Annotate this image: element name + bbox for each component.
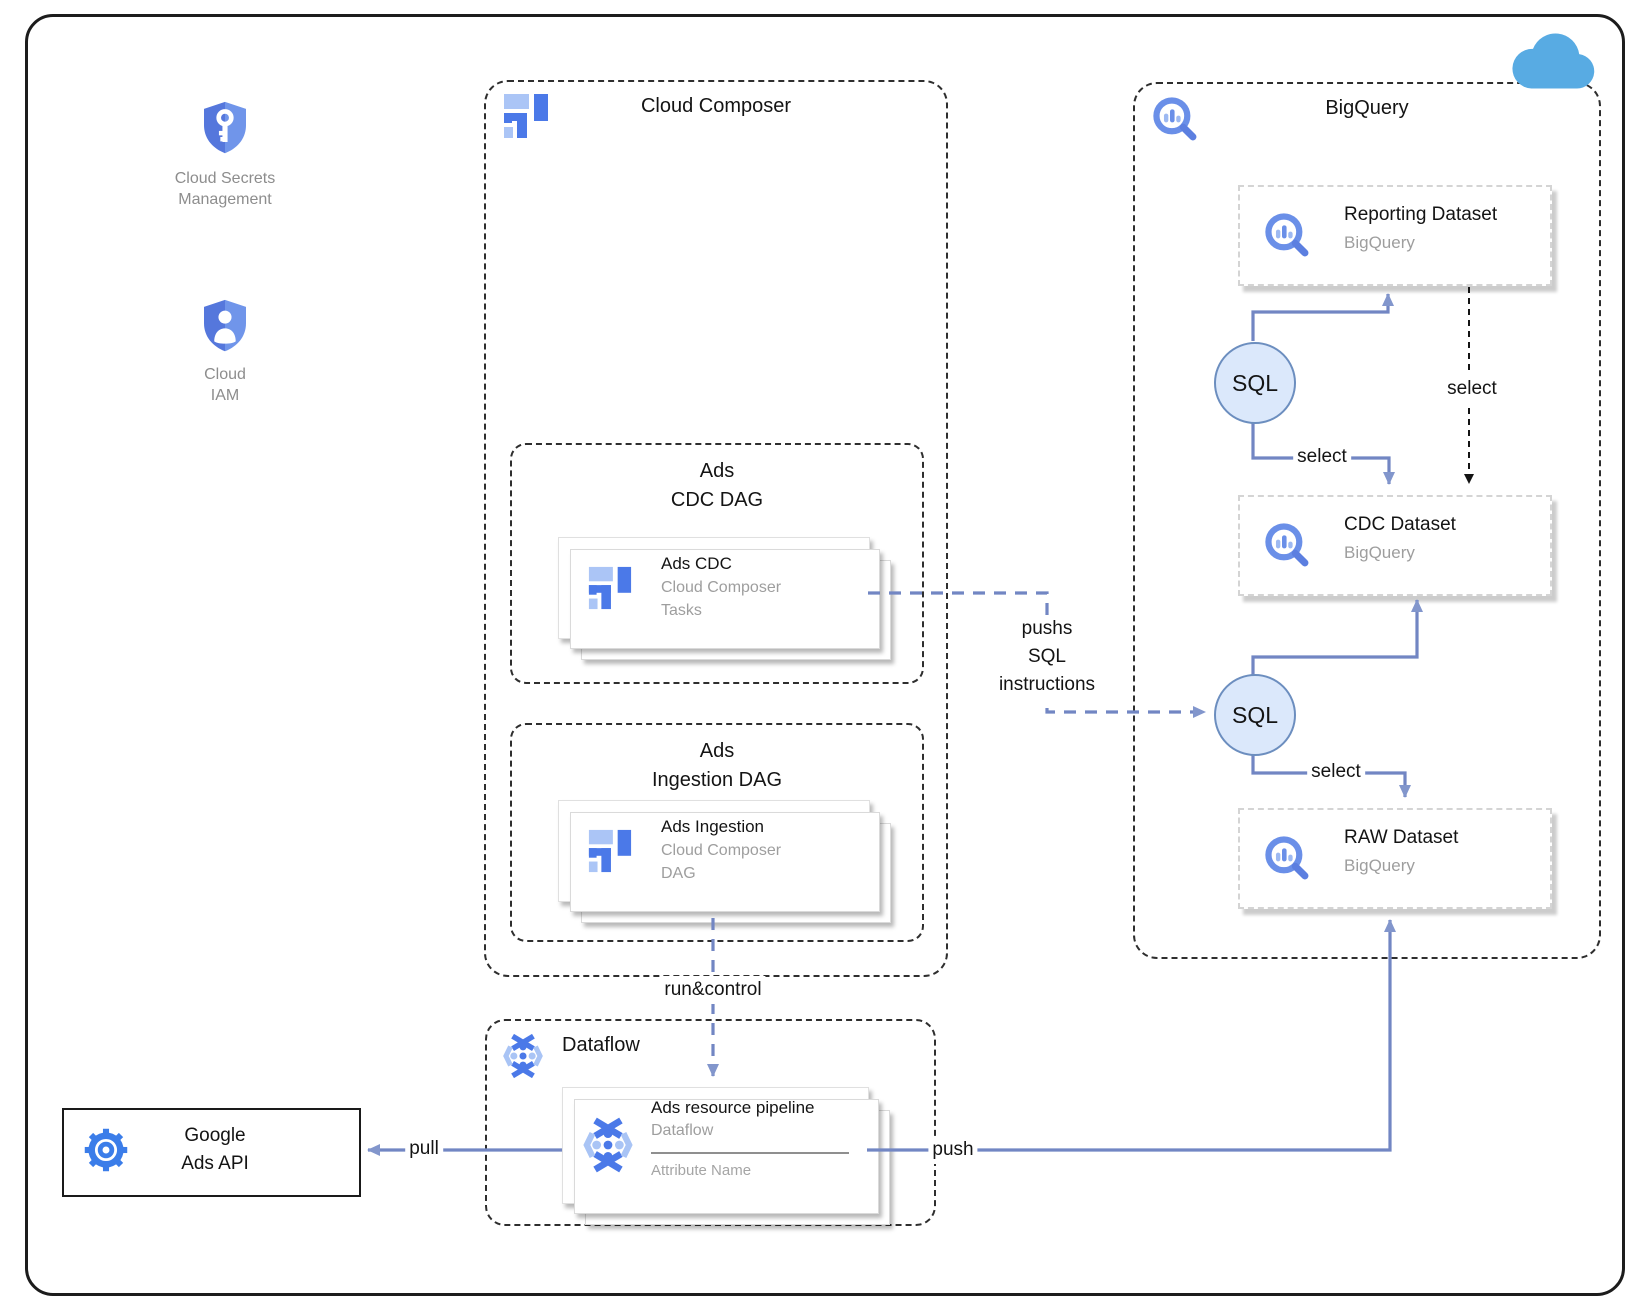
shield-key-icon [204,101,246,154]
ads-cdc-card-subtitle: Cloud Composer [661,579,782,596]
ads-ingestion-card-title: Ads Ingestion [661,817,765,836]
reporting-dataset-title: Reporting Dataset [1344,204,1498,225]
cdc-dataset-title: CDC Dataset [1344,514,1456,535]
ads-ingestion-card-subtitle: Cloud Composer [661,842,782,859]
gear-icon [84,1128,128,1172]
pushs-line1: pushs [1021,618,1073,639]
ads-cdc-card-subtitle2: Tasks [661,602,702,619]
sql-node-1: SQL [1214,342,1296,424]
cloud-composer-icon [588,566,632,610]
edge-label-pull: pull [405,1135,443,1163]
edge-label-select-2: select [1307,758,1365,786]
ads-ingestion-dag-title: Ads Ingestion DAG [512,737,922,795]
ads-cdc-dag-title-line2: CDC DAG [670,489,764,511]
bigquery-icon [1265,836,1309,880]
secrets-label-line2: Management [178,191,272,208]
iam-label-line1: Cloud [204,366,246,383]
pipeline-card-title: Ads resource pipeline [651,1098,815,1117]
cloud-composer-icon [588,829,632,873]
bigquery-icon [1153,97,1197,141]
ads-cdc-card-title: Ads CDC [661,554,732,573]
ads-ingestion-card-subtitle2: DAG [661,865,696,882]
ads-cdc-card: Ads CDC Cloud Composer Tasks [558,537,870,639]
cdc-dataset-card: CDC Dataset BigQuery [1238,495,1552,596]
bigquery-icon [1265,213,1309,257]
edge-label-select-dashed: select [1443,375,1501,403]
edge-label-push: push [928,1136,978,1164]
pipeline-card-divider [651,1152,849,1154]
raw-dataset-card: RAW Dataset BigQuery [1238,808,1552,909]
ads-cdc-dag-box: Ads CDC DAG [510,443,924,684]
raw-dataset-subtitle: BigQuery [1344,856,1415,875]
ads-ingestion-dag-title-line1: Ads [699,740,735,762]
secrets-label-line1: Cloud Secrets [174,170,276,187]
edge-label-pushs-sql-instructions: pushs SQL instructions [994,615,1100,699]
pushs-line3: instructions [998,674,1096,695]
google-ads-api-line2: Ads API [181,1153,249,1174]
dataflow-icon [503,1033,543,1079]
edge-label-select-1: select [1293,443,1351,471]
secrets-label: Cloud Secrets Management [145,168,305,210]
reporting-dataset-card: Reporting Dataset BigQuery [1238,185,1552,286]
ads-cdc-dag-title: Ads CDC DAG [512,457,922,515]
ads-resource-pipeline-card: Ads resource pipeline Dataflow Attribute… [562,1087,869,1204]
pipeline-card-subtitle: Dataflow [651,1122,714,1139]
bigquery-title: BigQuery [1325,97,1409,119]
dataflow-icon [583,1117,633,1173]
cloud-icon [1512,33,1595,89]
ads-ingestion-dag-title-line2: Ingestion DAG [651,769,783,791]
dataflow-title: Dataflow [562,1034,640,1056]
diagram-outer-frame [25,14,1625,1296]
pushs-line2: SQL [1027,646,1067,667]
cdc-dataset-subtitle: BigQuery [1344,543,1415,562]
iam-label: Cloud IAM [145,364,305,406]
iam-label-line2: IAM [210,387,240,404]
composer-title: Cloud Composer [640,95,792,117]
cloud-composer-icon [504,94,548,138]
ads-ingestion-dag-box: Ads Ingestion DAG [510,723,924,942]
shield-person-icon [204,299,246,352]
sql-node-2: SQL [1214,674,1296,756]
raw-dataset-title: RAW Dataset [1344,827,1459,848]
bigquery-icon [1265,523,1309,567]
reporting-dataset-subtitle: BigQuery [1344,233,1415,252]
google-ads-api-label: Google Ads API [130,1122,300,1178]
ads-cdc-dag-title-line1: Ads [699,460,735,482]
pipeline-card-attribute: Attribute Name [651,1162,752,1179]
edge-label-run-control: run&control [660,976,766,1004]
ads-ingestion-card: Ads Ingestion Cloud Composer DAG [558,800,870,902]
google-ads-api-line1: Google [184,1125,246,1146]
